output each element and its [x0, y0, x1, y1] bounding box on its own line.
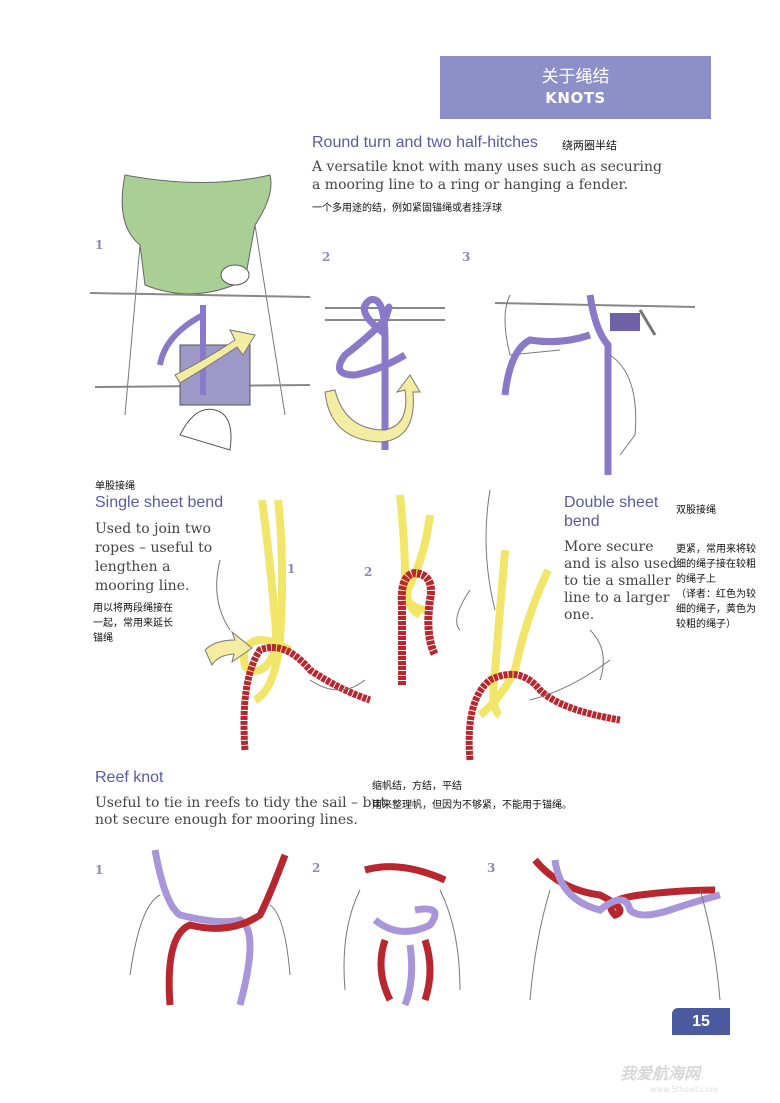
hands-outline [129, 894, 291, 976]
reef-knot-desc-cn: 用来整理帆，但因为不够紧，不能用于锚绳。 [372, 800, 572, 811]
reef-knot-desc-1: Useful to tie in reefs to tidy the sail … [95, 795, 387, 811]
hands-outline [216, 559, 366, 691]
red-rope-ends [377, 938, 434, 1002]
yellow-rope-end [477, 568, 552, 719]
fender-icon [179, 408, 232, 451]
round-turn-desc-2: a mooring line to a ring or hanging a fe… [312, 177, 629, 193]
double-sheet-desc-cn-4: （译者：红色为较 [676, 589, 756, 600]
single-sheet-desc-cn-1: 用以将两段绳接在 [93, 603, 173, 614]
single-sheet-desc-1: Used to join two [95, 521, 211, 537]
double-sheet-desc-2: and is also used [564, 556, 678, 572]
red-rope [397, 568, 439, 685]
single-sheet-step-1: 1 [287, 562, 296, 576]
watermark-url: www.5thsail.com [650, 1085, 718, 1094]
reef-knot-step-2: 2 [312, 861, 321, 875]
reef-knot-step-3: 3 [487, 861, 496, 875]
round-turn-illustration-3 [494, 294, 696, 475]
round-turn-step-3: 3 [462, 250, 471, 264]
purple-rope [586, 294, 612, 475]
single-sheet-illustration-2 [396, 494, 439, 685]
double-sheet-desc-3: to tie a smaller [564, 573, 671, 589]
red-rope [465, 670, 621, 761]
double-sheet-illustration [456, 489, 621, 761]
double-sheet-desc-5: one. [564, 607, 595, 623]
yellow-rope [240, 499, 292, 675]
red-rope [240, 644, 372, 751]
round-turn-title: Round turn and two half-hitches [312, 134, 538, 151]
ring-clamp [610, 313, 640, 331]
purple-rope-end [157, 312, 205, 366]
round-turn-desc-cn: 一个多用途的结，例如紧固锚绳或者挂浮球 [312, 203, 502, 214]
purple-rope [151, 849, 254, 1006]
hands-outline [529, 889, 721, 1001]
arrow-icon [204, 630, 253, 667]
page-number: 15 [672, 1008, 730, 1035]
rail-top [89, 292, 311, 298]
wrist-watch [220, 264, 250, 286]
purple-rope [551, 859, 721, 919]
double-sheet-desc-cn-1: 更紧，常用来将较 [676, 544, 756, 555]
double-sheet-title-2: bend [564, 513, 600, 530]
shirt-shape [121, 174, 272, 295]
reef-knot-desc-2: not secure enough for mooring lines. [95, 812, 358, 828]
single-sheet-illustration-1 [204, 499, 372, 751]
single-sheet-desc-2: ropes – useful to [95, 540, 213, 556]
reef-knot-illustration-3 [529, 857, 721, 1001]
ring-icon [638, 309, 657, 336]
round-turn-desc-1: A versatile knot with many uses such as … [312, 159, 662, 175]
double-sheet-desc-cn-6: 较粗的绳子） [676, 619, 736, 630]
single-sheet-title: Single sheet bend [95, 494, 224, 511]
header-title-cn: 关于绳结 [541, 67, 610, 87]
hand-right [609, 354, 637, 456]
hands-outline [343, 889, 461, 991]
arrow-icon [174, 329, 256, 384]
hand-left [504, 294, 561, 356]
purple-loop [372, 905, 439, 935]
single-sheet-desc-cn-3: 锚绳 [93, 633, 113, 644]
reef-knot-illustration-1 [129, 849, 291, 1006]
single-sheet-label-cn: 单股接绳 [95, 481, 135, 492]
single-sheet-desc-cn-2: 一起，常用来延长 [93, 618, 173, 629]
yellow-rope-end [252, 499, 287, 704]
reef-knot-illustration-2 [343, 863, 461, 1007]
round-turn-step-1: 1 [95, 238, 104, 252]
round-turn-illustration-2 [324, 296, 445, 450]
single-sheet-desc-3: lengthen a [95, 559, 171, 575]
hand-right [529, 629, 611, 701]
purple-rope-end [501, 331, 592, 396]
red-rope-top [364, 863, 447, 884]
red-rope [532, 857, 716, 920]
reef-knot-step-1: 1 [95, 863, 104, 877]
reef-knot-title: Reef knot [95, 769, 164, 786]
watermark-logo: 我爱航海网 [620, 1064, 701, 1083]
round-turn-illustration-1 [89, 174, 311, 451]
purple-rope-end [401, 944, 416, 1007]
purple-rope [335, 296, 407, 450]
section-header: 关于绳结 KNOTS [440, 56, 711, 119]
header-title-en: KNOTS [545, 89, 606, 107]
round-turn-title-cn: 绕两圈半结 [562, 139, 617, 152]
single-sheet-desc-4: mooring line. [95, 578, 190, 594]
double-sheet-title-cn: 双股接绳 [676, 505, 716, 516]
double-sheet-desc-cn-3: 的绳子上 [676, 574, 716, 585]
double-sheet-desc-1: More secure [564, 539, 654, 555]
single-sheet-step-2: 2 [364, 565, 373, 579]
double-sheet-desc-4: line to a larger [564, 590, 670, 606]
double-sheet-desc-cn-2: 细的绳子接在较粗 [676, 559, 756, 570]
reef-knot-title-cn: 缩帆结，方结，平结 [372, 781, 462, 792]
round-turn-step-2: 2 [322, 250, 331, 264]
double-sheet-desc-cn-5: 细的绳子，黄色为 [676, 604, 756, 615]
red-rope [165, 853, 289, 1006]
hand-left [456, 489, 496, 631]
yellow-rope-end [403, 514, 434, 614]
curved-arrow-icon [324, 374, 421, 443]
double-sheet-title-1: Double sheet [564, 494, 659, 511]
